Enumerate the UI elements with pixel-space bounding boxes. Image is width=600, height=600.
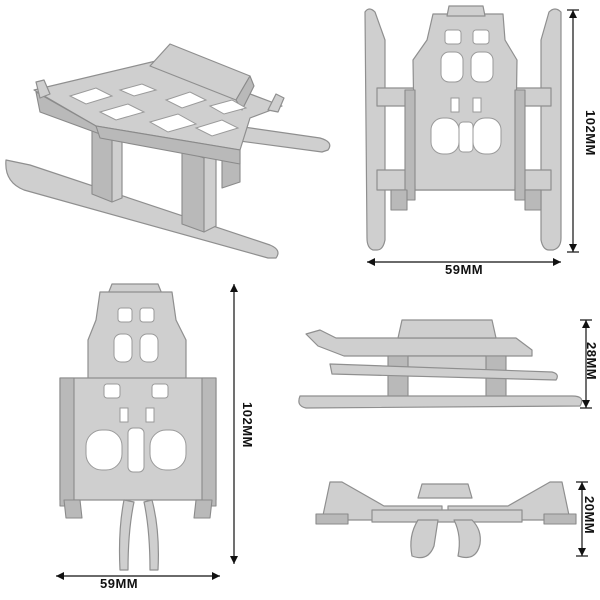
side-view: 28MM [296,316,600,416]
isometric-drawing [5,43,331,259]
isometric-view [0,30,340,260]
dimension-end-height: 20MM [582,496,597,535]
dimension-height-bottom: 102MM [240,402,255,448]
top-view-tall: 102MM 59MM [355,0,600,280]
front-view-tall: 102MM 59MM [40,280,280,600]
end-view: 20MM [312,476,600,576]
end-view-drawing [315,481,588,559]
top-view-drawing [364,5,579,266]
dimension-width-top: 59MM [445,262,484,277]
dimension-height-top: 102MM [583,110,598,156]
dimension-width-bottom: 59MM [100,576,139,591]
front-view-drawing [56,283,238,580]
side-view-drawing [298,319,592,409]
dimension-side-height: 28MM [584,342,599,381]
